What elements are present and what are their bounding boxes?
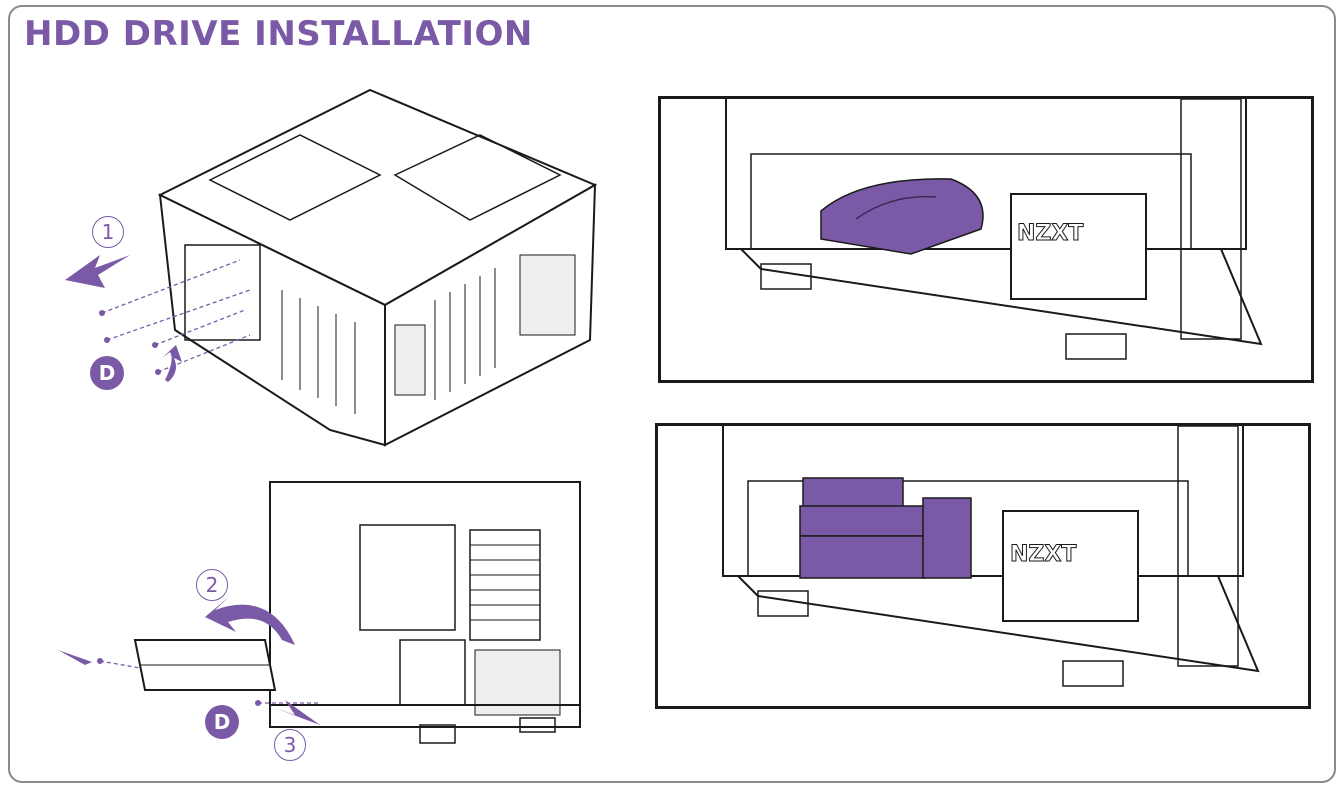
page-frame xyxy=(8,5,1336,783)
svg-text:NZXT: NZXT xyxy=(1010,542,1076,567)
hdd-stack xyxy=(799,477,972,579)
hdd-drive xyxy=(820,178,984,255)
nzxt-logo: NZXT xyxy=(1017,221,1083,246)
hdd-cage xyxy=(133,639,277,691)
case-side-view xyxy=(269,481,581,744)
step-2-badge: 2 xyxy=(196,569,228,601)
screw-icons-top xyxy=(99,310,161,375)
curved-arrow-icon xyxy=(205,596,295,645)
arrow-right-icon xyxy=(58,650,92,665)
screw-d-badge: D xyxy=(205,705,239,739)
detail-panel-stacked-drives: NZXT xyxy=(655,423,1311,709)
page-title: HDD DRIVE INSTALLATION xyxy=(24,14,533,54)
arrow-push-icon xyxy=(275,700,320,725)
arrow-left-icon xyxy=(65,255,130,288)
rotate-arrow-icon xyxy=(162,345,182,382)
step-3-badge: 3 xyxy=(274,729,306,761)
step-1-badge: 1 xyxy=(92,216,124,248)
case-illustrations xyxy=(58,88,598,744)
detail-panel-single-drive: NZXT xyxy=(658,96,1314,383)
screw-d-badge: D xyxy=(90,356,124,390)
case-top-view xyxy=(157,88,598,447)
